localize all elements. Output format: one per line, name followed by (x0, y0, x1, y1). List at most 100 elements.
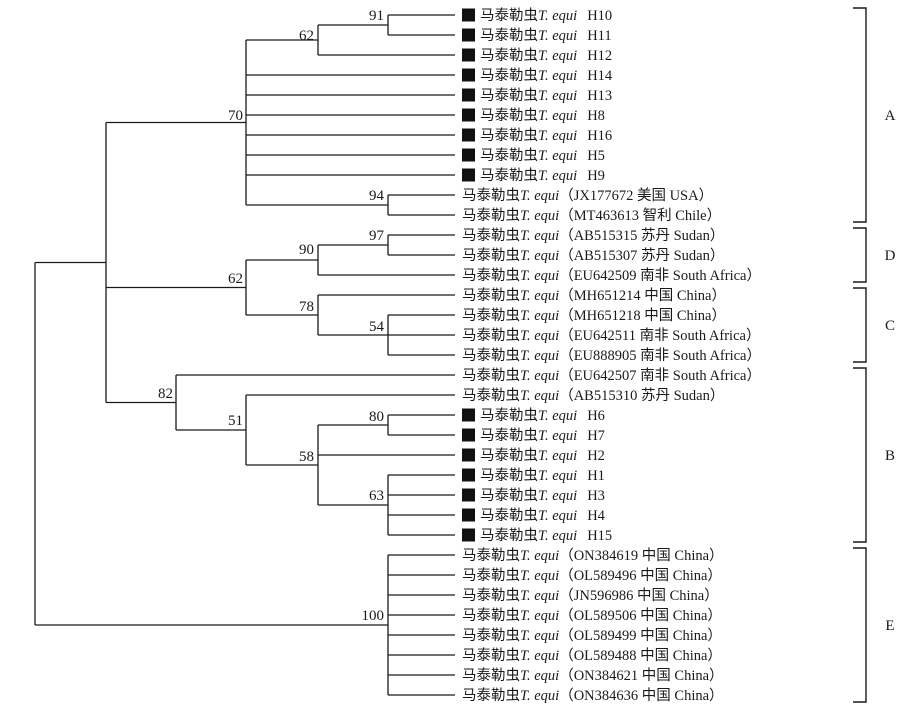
leaf-species-name: T. equi (538, 108, 577, 124)
leaf-haplotype-id: H4 (587, 508, 605, 524)
leaf-accession: （EU642507 南非 South Africa） (559, 367, 761, 384)
leaf-chinese-name: 马泰勒虫 (462, 567, 520, 584)
leaf-label: 马泰勒虫T. equi（AB515307 苏丹 Sudan） (462, 247, 724, 264)
leaf-species-name: T. equi (538, 408, 577, 424)
leaf-species-name: T. equi (538, 448, 577, 464)
leaf-chinese-name: 马泰勒虫 (480, 87, 538, 104)
support-n62b: 62 (228, 271, 243, 287)
leaf-label: 马泰勒虫T. equi（OL589499 中国 China） (462, 627, 722, 644)
leaf-label: 马泰勒虫T. equi（MT463613 智利 Chile） (462, 207, 721, 224)
leaf-haplotype-id: H13 (587, 88, 612, 104)
support-n100: 100 (362, 608, 385, 624)
leaf-label: 马泰勒虫T. equi（EU642507 南非 South Africa） (462, 367, 761, 384)
support-n90: 90 (299, 242, 314, 258)
leaf-accession: （AB515310 苏丹 Sudan） (559, 387, 724, 404)
leaf-species-name: T. equi (538, 168, 577, 184)
support-n62a: 62 (299, 28, 314, 44)
clade-letter: B (885, 448, 895, 464)
this-study-marker-icon (462, 428, 475, 442)
leaf-chinese-name: 马泰勒虫 (480, 167, 538, 184)
leaf-species-name: T. equi (520, 248, 559, 264)
leaf-chinese-name: 马泰勒虫 (480, 447, 538, 464)
leaf-accession: （JX177672 美国 USA） (559, 187, 713, 204)
leaf-species-name: T. equi (538, 8, 577, 24)
leaf-label: 马泰勒虫T. equi H15 (480, 527, 612, 544)
support-values: 91 62 70 94 97 90 62 78 54 82 51 80 58 6… (158, 8, 385, 624)
support-n70: 70 (228, 108, 243, 124)
leaf-chinese-name: 马泰勒虫 (480, 487, 538, 504)
this-study-marker-icon (462, 408, 475, 422)
this-study-marker-icon (462, 148, 475, 162)
support-n97: 97 (369, 228, 385, 244)
leaf-accession: （OL589506 中国 China） (559, 607, 722, 624)
leaf-30: 马泰勒虫T. equi（OL589506 中国 China） (462, 607, 722, 624)
leaf-chinese-name: 马泰勒虫 (462, 667, 520, 684)
leaf-haplotype-id: H12 (587, 48, 612, 64)
leaf-chinese-name: 马泰勒虫 (480, 527, 538, 544)
leaf-species-name: T. equi (538, 428, 577, 444)
leaf-10: 马泰勒虫T. equi（MT463613 智利 Chile） (462, 207, 721, 224)
leaf-species-name: T. equi (520, 228, 559, 244)
clade-D: D (853, 227, 896, 283)
leaf-chinese-name: 马泰勒虫 (462, 607, 520, 624)
leaf-chinese-name: 马泰勒虫 (480, 27, 538, 44)
leaf-species-name: T. equi (520, 208, 559, 224)
leaf-accession: （EU642509 南非 South Africa） (559, 267, 761, 284)
leaf-chinese-name: 马泰勒虫 (480, 427, 538, 444)
leaf-species-name: T. equi (520, 348, 559, 364)
leaf-haplotype-id: H14 (587, 68, 613, 84)
clade-B: B (853, 367, 895, 543)
leaf-label: 马泰勒虫T. equi（EU888905 南非 South Africa） (462, 347, 761, 364)
leaf-chinese-name: 马泰勒虫 (480, 7, 538, 24)
leaf-chinese-name: 马泰勒虫 (480, 507, 538, 524)
leaf-species-name: T. equi (520, 568, 559, 584)
this-study-marker-icon (462, 108, 475, 122)
clade-bracket (853, 7, 867, 223)
leaf-16: 马泰勒虫T. equi（EU642511 南非 South Africa） (462, 327, 760, 344)
leaf-label: 马泰勒虫T. equi（OL589506 中国 China） (462, 607, 722, 624)
leaf-species-name: T. equi (520, 608, 559, 624)
tree-branches (34, 14, 455, 696)
leaf-chinese-name: 马泰勒虫 (462, 647, 520, 664)
leaf-accession: （MH651214 中国 China） (559, 287, 726, 304)
leaf-label: 马泰勒虫T. equi（ON384621 中国 China） (462, 667, 724, 684)
support-n80: 80 (369, 409, 384, 425)
leaf-chinese-name: 马泰勒虫 (462, 687, 520, 704)
leaf-31: 马泰勒虫T. equi（OL589499 中国 China） (462, 627, 722, 644)
leaf-chinese-name: 马泰勒虫 (462, 187, 520, 204)
leaf-species-name: T. equi (538, 528, 577, 544)
leaf-chinese-name: 马泰勒虫 (462, 287, 520, 304)
leaf-34: 马泰勒虫T. equi（ON384636 中国 China） (462, 687, 724, 704)
leaf-species-name: T. equi (520, 648, 559, 664)
clade-bracket (853, 547, 867, 703)
leaf-accession: （ON384619 中国 China） (559, 547, 723, 564)
leaf-species-name: T. equi (538, 148, 577, 164)
leaf-haplotype-id: H15 (587, 528, 612, 544)
leaf-haplotype-id: H5 (587, 148, 605, 164)
this-study-marker-icon (462, 28, 475, 42)
leaf-chinese-name: 马泰勒虫 (462, 627, 520, 644)
leaf-chinese-name: 马泰勒虫 (480, 127, 538, 144)
leaf-chinese-name: 马泰勒虫 (462, 267, 520, 284)
clade-C: C (853, 287, 895, 363)
leaf-chinese-name: 马泰勒虫 (462, 227, 520, 244)
leaf-29: 马泰勒虫T. equi（JN596986 中国 China） (462, 587, 719, 604)
leaf-chinese-name: 马泰勒虫 (462, 547, 520, 564)
leaf-accession: （MT463613 智利 Chile） (559, 207, 721, 224)
this-study-marker-icon (462, 488, 475, 502)
this-study-marker-icon (462, 448, 475, 462)
leaf-label: 马泰勒虫T. equi（MH651214 中国 China） (462, 287, 726, 304)
this-study-marker-icon (462, 128, 475, 142)
